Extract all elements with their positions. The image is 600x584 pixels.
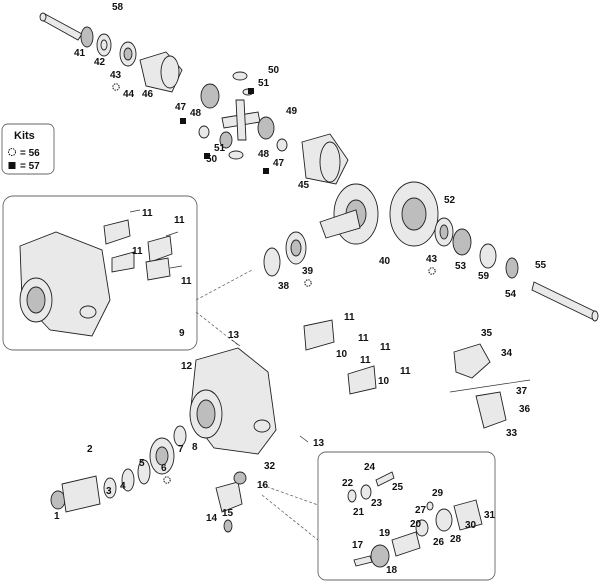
callout-58: 58 — [112, 2, 124, 13]
callout-22: 22 — [342, 478, 354, 489]
upper-shaft-assembly — [39, 12, 599, 322]
housing-inset-frame — [2, 195, 198, 351]
callout-13: 13 — [313, 438, 325, 449]
callout-36: 36 — [519, 404, 531, 415]
callout-11: 11 — [358, 333, 369, 344]
callout-11: 11 — [181, 276, 192, 287]
callout-50: 50 — [206, 154, 218, 165]
callout-6: 6 — [161, 463, 167, 474]
callout-14: 14 — [206, 513, 218, 524]
callout-11: 11 — [344, 312, 355, 323]
callout-26: 26 — [433, 537, 445, 548]
callout-11: 11 — [380, 342, 391, 353]
callout-43: 43 — [110, 70, 122, 81]
callout-3: 3 — [106, 486, 112, 497]
callout-37: 37 — [516, 386, 528, 397]
callout-51: 51 — [214, 143, 226, 154]
callout-8: 8 — [192, 442, 198, 453]
callout-55: 55 — [535, 260, 547, 271]
kits-legend: Kits = 56 = 57 — [1, 123, 55, 175]
callout-54: 54 — [505, 289, 517, 300]
kits-legend-title: Kits — [14, 130, 35, 142]
callout-47: 47 — [175, 102, 187, 113]
kit-square-icon — [180, 118, 186, 124]
kit-square-icon — [263, 168, 269, 174]
callout-24: 24 — [364, 462, 376, 473]
callout-52: 52 — [444, 195, 456, 206]
callout-49: 49 — [286, 106, 298, 117]
callout-35: 35 — [481, 328, 493, 339]
callout-31: 31 — [484, 510, 496, 521]
callout-2: 2 — [87, 444, 93, 455]
callout-11: 11 — [142, 208, 153, 219]
callout-11: 11 — [132, 246, 143, 257]
callout-9: 9 — [179, 328, 185, 339]
callout-17: 17 — [352, 540, 364, 551]
callout-44: 44 — [123, 89, 135, 100]
callout-16: 16 — [257, 480, 269, 491]
callout-10: 10 — [336, 349, 348, 360]
callout-12: 12 — [181, 361, 193, 372]
callout-13: 13 — [228, 330, 240, 341]
callout-51: 51 — [258, 78, 270, 89]
callout-46: 46 — [142, 89, 154, 100]
kit-gear-icon — [428, 267, 436, 275]
kit-square-icon — [248, 88, 254, 94]
callout-21: 21 — [353, 507, 365, 518]
callout-1: 1 — [54, 511, 60, 522]
callout-5: 5 — [139, 458, 145, 469]
callout-11: 11 — [400, 366, 411, 377]
callout-27: 27 — [415, 505, 427, 516]
callout-4: 4 — [120, 481, 126, 492]
callout-23: 23 — [371, 498, 383, 509]
callout-47: 47 — [273, 158, 285, 169]
shift-assembly-inset-frame — [317, 451, 496, 581]
kit-gear-icon — [163, 476, 171, 484]
callout-28: 28 — [450, 534, 462, 545]
callout-53: 53 — [455, 261, 467, 272]
housing-inset-parts — [19, 209, 183, 337]
gear-outline-icon — [8, 148, 16, 156]
kit-gear-icon — [112, 83, 120, 91]
black-square-icon — [8, 162, 16, 169]
callout-29: 29 — [432, 488, 444, 499]
lower-housing-assembly — [50, 319, 531, 533]
callout-15: 15 — [222, 508, 234, 519]
callout-25: 25 — [392, 482, 404, 493]
kits-legend-row-1: = 56 — [20, 148, 40, 159]
callout-19: 19 — [379, 528, 391, 539]
callout-43: 43 — [426, 254, 438, 265]
kit-square-icon — [204, 153, 210, 159]
callout-42: 42 — [94, 57, 106, 68]
kits-legend-row-2: = 57 — [20, 161, 40, 172]
callout-10: 10 — [378, 376, 390, 387]
callout-59: 59 — [478, 271, 490, 282]
callout-32: 32 — [264, 461, 276, 472]
callout-20: 20 — [410, 519, 422, 530]
shift-inset-parts — [347, 471, 483, 568]
callout-48: 48 — [190, 108, 202, 119]
callout-45: 45 — [298, 180, 310, 191]
callout-18: 18 — [386, 565, 398, 576]
callout-30: 30 — [465, 520, 477, 531]
callout-50: 50 — [268, 65, 280, 76]
callout-38: 38 — [278, 281, 290, 292]
callout-41: 41 — [74, 48, 86, 59]
callout-7: 7 — [178, 444, 184, 455]
callout-40: 40 — [379, 256, 391, 267]
callout-34: 34 — [501, 348, 513, 359]
callout-48: 48 — [258, 149, 270, 160]
kit-gear-icon — [304, 279, 312, 287]
callout-39: 39 — [302, 266, 314, 277]
callout-11: 11 — [360, 355, 371, 366]
callout-33: 33 — [506, 428, 518, 439]
callout-11: 11 — [174, 215, 185, 226]
dashed-guides — [195, 269, 319, 541]
